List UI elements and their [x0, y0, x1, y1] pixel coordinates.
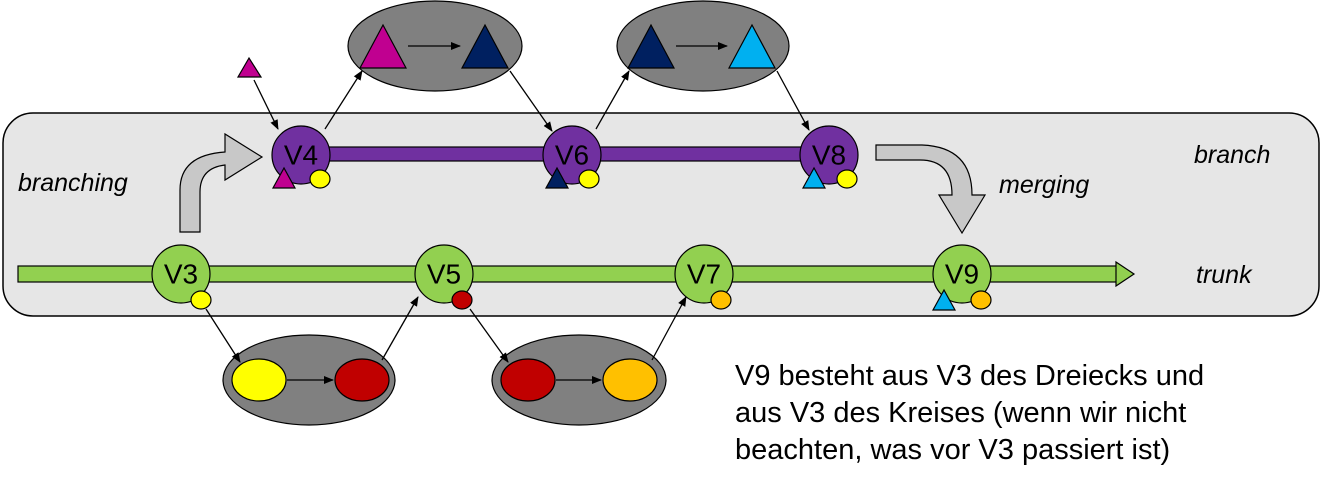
caption-line: beachten, was vor V3 passiert ist) — [735, 434, 1171, 466]
version-node-v4: V4 — [271, 125, 331, 189]
circle-icon — [970, 290, 992, 310]
trunk-line — [17, 260, 1136, 288]
version-node-v7: V7 — [674, 244, 734, 310]
triangle-icon — [460, 23, 510, 69]
version-node-v8: V8 — [799, 125, 859, 189]
caption-text: V9 besteht aus V3 des Dreiecks und aus V… — [735, 358, 1315, 469]
circle-icon — [602, 358, 658, 402]
circle-icon — [309, 169, 331, 189]
label-branch: branch — [1194, 141, 1270, 169]
trunk-change-bubble-2 — [491, 334, 667, 426]
svg-text:V3: V3 — [164, 259, 198, 290]
label-merging: merging — [999, 171, 1089, 199]
triangle-icon — [271, 166, 297, 189]
triangle-icon — [727, 23, 777, 69]
svg-text:V8: V8 — [812, 140, 846, 171]
circle-icon — [500, 358, 556, 402]
svg-text:V5: V5 — [427, 259, 461, 290]
version-node-v5: V5 — [414, 244, 474, 310]
circle-icon — [190, 290, 212, 310]
triangle-icon — [931, 288, 957, 311]
label-trunk: trunk — [1196, 261, 1253, 289]
triangle-icon — [236, 56, 263, 78]
trunk-change-bubble-1 — [222, 334, 396, 426]
triangle-icon — [358, 23, 408, 69]
svg-text:V4: V4 — [284, 140, 318, 171]
circle-icon — [578, 169, 600, 189]
caption-line: V9 besteht aus V3 des Dreiecks und — [735, 360, 1205, 392]
version-node-v9: V9 — [931, 244, 992, 311]
circle-icon — [710, 290, 732, 310]
version-node-v3: V3 — [151, 244, 212, 310]
circle-icon — [334, 358, 390, 402]
branch-change-bubble-1 — [347, 0, 523, 92]
label-branching: branching — [18, 169, 128, 197]
circle-icon — [231, 358, 287, 402]
circle-icon — [451, 290, 473, 310]
svg-text:V7: V7 — [687, 259, 721, 290]
version-node-v6: V6 — [542, 125, 602, 189]
merging-arrow — [875, 144, 987, 235]
triangle-icon — [544, 166, 570, 189]
triangle-icon — [801, 166, 827, 189]
triangle-icon — [626, 23, 676, 69]
branch-change-bubble-2 — [616, 0, 790, 92]
caption-line: aus V3 des Kreises (wenn wir nicht — [735, 397, 1187, 429]
svg-text:V6: V6 — [555, 140, 589, 171]
svg-text:V9: V9 — [945, 259, 979, 290]
connector-arrows — [205, 70, 810, 363]
circle-icon — [836, 169, 858, 189]
branching-arrow — [179, 132, 264, 233]
